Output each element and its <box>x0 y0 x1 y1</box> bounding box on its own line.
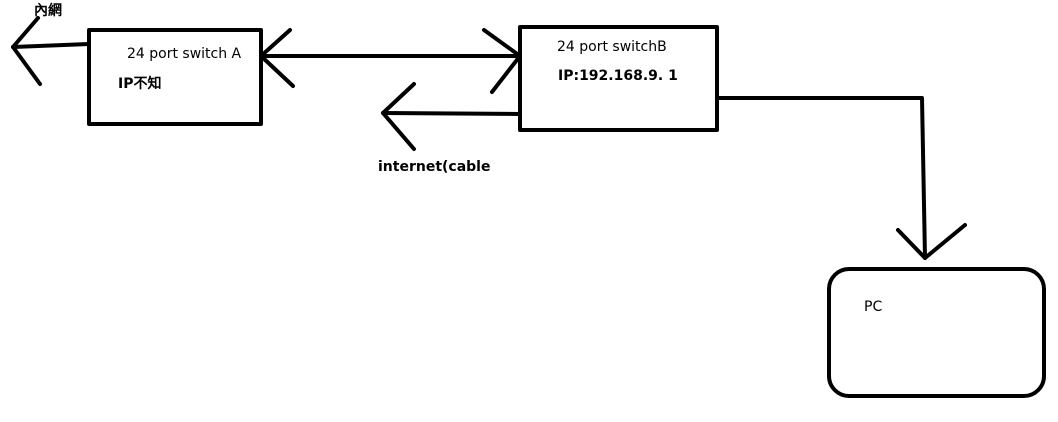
pc-label: PC <box>864 299 883 315</box>
internet-arrow <box>381 82 522 151</box>
switch-link-arrow <box>259 28 522 94</box>
pc-connection-arrow <box>715 96 967 260</box>
internal-network-arrow <box>11 16 91 86</box>
switch-a-ip: IP不知 <box>118 76 162 92</box>
switch-a-title: 24 port switch A <box>127 46 242 62</box>
switch-b-ip: IP:192.168.9. 1 <box>558 68 678 84</box>
switch-a-box <box>87 28 263 126</box>
internet-label: internet(cable <box>378 159 491 175</box>
switch-b-box <box>518 25 719 132</box>
switch-b-title: 24 port switchB <box>557 39 667 55</box>
pc-box <box>827 267 1046 398</box>
internal-network-label: 內網 <box>34 3 62 19</box>
